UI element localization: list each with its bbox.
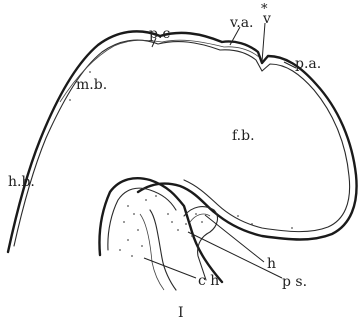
label-pc: p.c (149, 26, 170, 42)
label-h: h (267, 256, 276, 272)
label-va: v.a. (229, 15, 254, 31)
leader-v (262, 23, 265, 62)
label-ps: p s. (282, 274, 307, 290)
figure-number: I (178, 305, 184, 321)
label-mb: m.b. (76, 77, 107, 93)
label-hb: h.b. (8, 174, 35, 190)
cell-stippling (69, 71, 293, 257)
pouch-lining (190, 214, 210, 222)
stalk-inner-wall (108, 188, 176, 250)
label-v: v (262, 11, 271, 27)
stalk-outer-wall (99, 178, 222, 282)
label-fb: f.b. (232, 128, 255, 144)
label-pa: p.a. (295, 56, 321, 72)
label-ch: c h (198, 273, 219, 289)
leader-ch (144, 258, 196, 278)
